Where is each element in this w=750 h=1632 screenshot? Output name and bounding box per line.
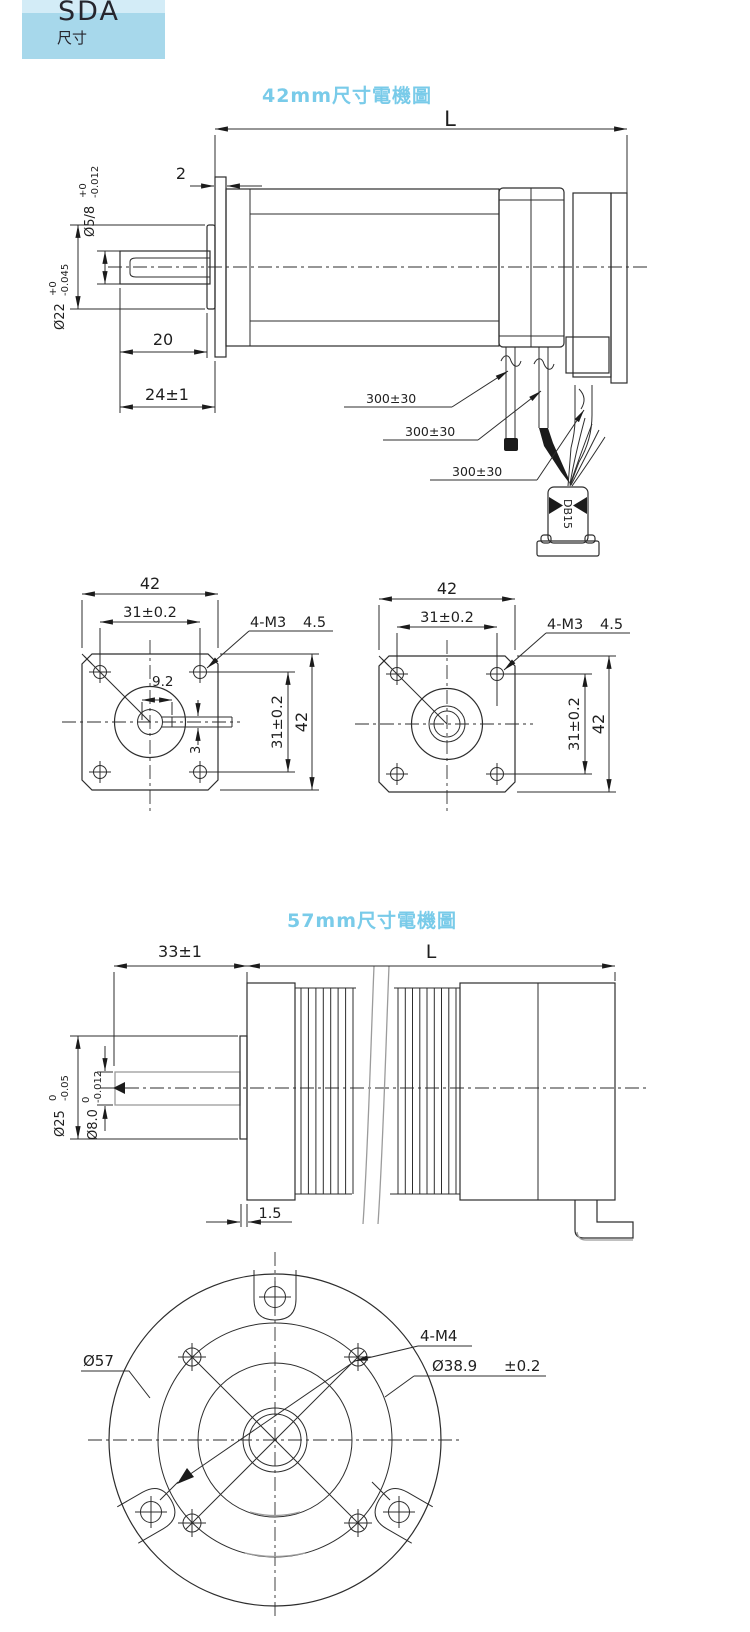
ear-holes <box>135 1281 415 1528</box>
svg-text:-0.05: -0.05 <box>60 1075 71 1101</box>
dim-57-shaft-dia: Ø8.0 0 -0.012 <box>81 1071 104 1140</box>
mounting-ear <box>374 1487 433 1544</box>
label-chamfer: 4.5 <box>303 615 326 631</box>
page-header-box: SDA 尺寸 <box>22 0 165 59</box>
svg-text:+0: +0 <box>48 281 59 296</box>
dim-flange-width: 42 <box>140 574 160 593</box>
mounting-holes <box>89 661 211 783</box>
dim-57-outer-dia: Ø57 <box>83 1352 114 1370</box>
drawing-42mm-side-view: L 2 Ø5/8 +0 -0.012 Ø22 +0 -0.045 20 24±1… <box>48 107 648 557</box>
drawing-57mm-side-view: 33±1 L Ø25 0 -0.05 Ø8.0 0 -0.012 1.5 <box>48 941 650 1241</box>
drawing-57mm-front-view: Ø57 4-M4 Ø38.9 ±0.2 <box>81 1252 546 1620</box>
label-mounting-holes: 4-M3 <box>547 617 583 633</box>
dim-57-boss-depth: 1.5 <box>258 1206 281 1222</box>
dim-hole-pitch-v: 31±0.2 <box>567 697 583 751</box>
dim-42-shaft-total: 24±1 <box>145 385 189 404</box>
svg-text:0: 0 <box>48 1095 59 1101</box>
dim-57-boss-dia: Ø25 0 -0.05 <box>48 1075 71 1137</box>
dim-42-length: L <box>444 107 456 131</box>
dim-42-plate: 2 <box>176 164 186 183</box>
drawing-42mm-front-view-plain: 42 31±0.2 4-M3 4.5 31±0.2 42 <box>355 579 630 814</box>
dim-key-width: 9.2 <box>152 674 173 690</box>
dim-bolt-circle: Ø38.9 <box>432 1357 477 1375</box>
dim-cable1-length: 300±30 <box>366 391 416 406</box>
mounting-ear <box>253 1270 297 1321</box>
label-m4-holes: 4-M4 <box>420 1327 457 1345</box>
dim-flange-height: 42 <box>589 714 608 734</box>
dim-42-shaft-dia: Ø5/8 +0 -0.012 <box>78 166 101 237</box>
dim-57-front-length: 33±1 <box>158 942 202 961</box>
svg-text:Ø22: Ø22 <box>53 303 68 330</box>
svg-text:+0: +0 <box>78 183 89 198</box>
mounting-ear <box>117 1487 176 1544</box>
product-name: SDA <box>58 0 120 27</box>
dim-bolt-circle-tol: ±0.2 <box>504 1357 540 1375</box>
dim-hole-pitch: 31±0.2 <box>123 605 177 621</box>
svg-text:Ø25: Ø25 <box>53 1110 68 1137</box>
svg-text:-0.045: -0.045 <box>60 264 71 296</box>
page-subtitle: 尺寸 <box>57 29 88 47</box>
dim-57-length: L <box>426 941 437 963</box>
label-chamfer: 4.5 <box>600 617 623 633</box>
svg-text:0: 0 <box>81 1097 92 1103</box>
section-title-57mm: 57mm尺寸電機圖 <box>286 910 458 932</box>
svg-text:-0.012: -0.012 <box>90 166 101 198</box>
dim-flange-height: 42 <box>292 712 311 732</box>
dim-hole-pitch-v: 31±0.2 <box>270 695 286 749</box>
connector-label: DB15 <box>561 499 574 529</box>
dim-42-boss-dia: Ø22 +0 -0.045 <box>48 264 71 330</box>
svg-text:Ø8.0: Ø8.0 <box>86 1109 101 1140</box>
label-mounting-holes: 4-M3 <box>250 615 286 631</box>
dim-cable2-length: 300±30 <box>405 424 455 439</box>
dim-hole-pitch: 31±0.2 <box>420 610 474 626</box>
svg-text:-0.012: -0.012 <box>93 1071 104 1103</box>
dim-key-depth: 3 <box>189 746 204 754</box>
svg-text:Ø5/8: Ø5/8 <box>83 206 98 237</box>
motor-cables <box>500 347 606 487</box>
drawing-42mm-front-view-keyed: 42 31±0.2 4-M3 4.5 9.2 3 31±0.2 42 <box>62 574 333 812</box>
section-title-42mm: 42mm尺寸電機圖 <box>261 85 433 107</box>
dim-cable3-length: 300±30 <box>452 464 502 479</box>
dim-42-shaft-len: 20 <box>153 330 173 349</box>
db15-connector: DB15 <box>536 486 600 557</box>
dim-flange-width: 42 <box>437 579 457 598</box>
